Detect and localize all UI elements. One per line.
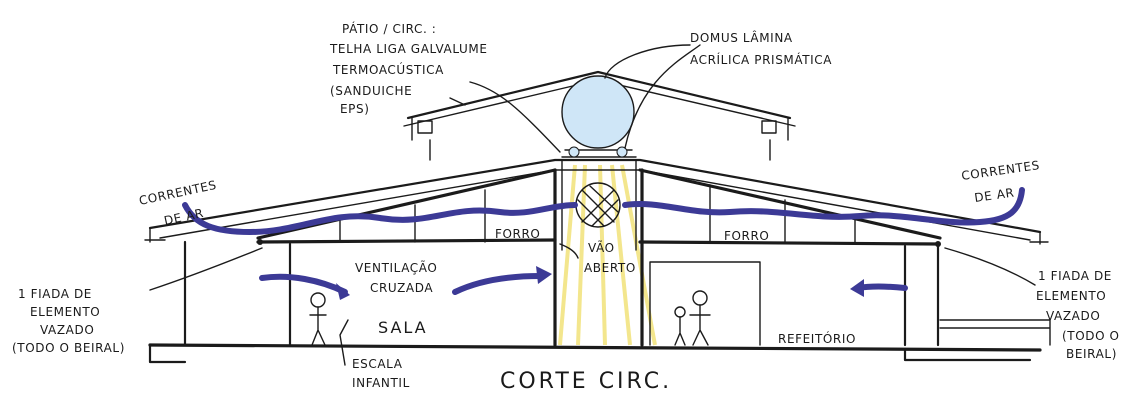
vao-line2: ABERTO	[584, 261, 636, 275]
side-walls	[183, 240, 940, 347]
air-left-line1: CORRENTES	[138, 178, 218, 208]
fiada-left-line1: 1 FIADA DE	[18, 287, 92, 301]
main-roof	[144, 158, 1049, 245]
roof-note-title: PÁTIO / CIRC. :	[342, 21, 436, 36]
domus-skylight	[561, 75, 637, 228]
fiada-left-line2: ELEMENTO	[30, 305, 100, 319]
fiada-left-line4: (TODO O BEIRAL)	[12, 341, 125, 355]
fiada-right-line5: BEIRAL)	[1066, 347, 1117, 361]
fiada-right-line2: ELEMENTO	[1036, 289, 1106, 303]
refeitorio-label: REFEITÓRIO	[778, 331, 856, 346]
forro-left-label: FORRO	[495, 227, 540, 241]
air-left-line2: DE AR	[163, 206, 205, 228]
escala-line1: ESCALA	[352, 357, 403, 371]
annotations: PÁTIO / CIRC. : TELHA LIGA GALVALUME TER…	[12, 21, 1120, 394]
drawing-title: CORTE CIRC.	[500, 369, 672, 394]
floor-line	[148, 319, 1051, 364]
vent-line1: VENTILAÇÃO	[355, 260, 437, 275]
air-right-line2: DE AR	[973, 186, 1015, 205]
light-rays	[558, 164, 657, 346]
forro-right-label: FORRO	[724, 229, 769, 243]
people-figures	[309, 290, 711, 346]
fiada-left-line3: VAZADO	[40, 323, 94, 337]
roof-note-line4: EPS)	[340, 102, 370, 116]
vao-line1: VÃO	[588, 240, 615, 255]
leader-lines	[149, 44, 1036, 366]
air-right-line1: CORRENTES	[960, 158, 1040, 183]
ceiling-forro	[256, 238, 941, 247]
roof-note-line3: (SANDUICHE	[330, 84, 412, 98]
vent-line2: CRUZADA	[370, 281, 433, 295]
sala-label: SALA	[378, 318, 428, 337]
domus-line2: ACRÍLICA PRISMÁTICA	[690, 52, 832, 67]
domus-line1: DOMUS LÂMINA	[690, 30, 793, 45]
fiada-right-line1: 1 FIADA DE	[1038, 269, 1112, 283]
air-currents	[182, 187, 1025, 300]
fiada-right-line4: (TODO O	[1062, 329, 1120, 343]
roof-note-line1: TELHA LIGA GALVALUME	[329, 42, 488, 56]
escala-line2: INFANTIL	[352, 376, 410, 390]
roof-note-line2: TERMOACÚSTICA	[332, 62, 444, 77]
fiada-right-line3: VAZADO	[1046, 309, 1100, 323]
